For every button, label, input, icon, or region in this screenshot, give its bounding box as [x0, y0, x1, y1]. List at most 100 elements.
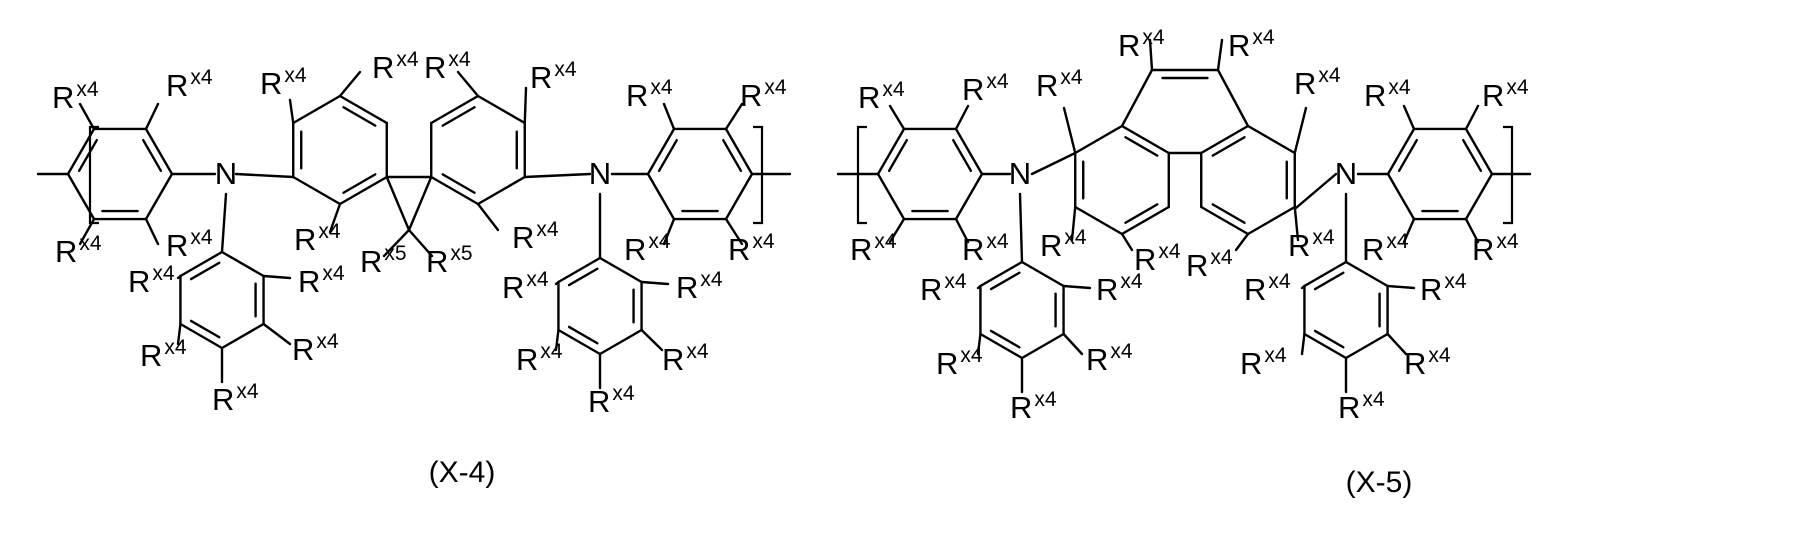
caption-x4: (X-4): [429, 456, 496, 489]
bond: [458, 72, 478, 96]
x4-r-label: Rx4: [516, 340, 563, 377]
x5-middle-ring-bond: [1218, 70, 1248, 126]
x5-phen-right-ring-bond: [1248, 126, 1295, 153]
bond: [1404, 106, 1414, 129]
x4-r-label: Rx4: [588, 382, 635, 419]
x4-left-terminal-ring-double-bond: [79, 140, 97, 171]
x5-r-label: Rx4: [1294, 64, 1341, 101]
bond: [1302, 334, 1304, 354]
x5-r-label: Rx4: [1244, 270, 1291, 307]
bond: [178, 276, 180, 278]
x5-pendant-ring-left-double-bond: [991, 273, 1019, 289]
x5-r-label: Rx4: [1040, 226, 1087, 263]
x5-r-label: Rx4: [1420, 270, 1467, 307]
x5-phen-right-ring-double-bond: [1213, 137, 1245, 155]
bond: [978, 286, 980, 288]
x4-fluorene-right-ring-double-bond: [443, 174, 475, 192]
x4-fluorene-left-ring-bond: [293, 96, 340, 123]
x4-n1-pendant-bond: [222, 194, 226, 252]
bond: [1064, 334, 1082, 354]
x5-r-label: Rx4: [1362, 230, 1409, 267]
x5-pendant-ring-left-double-bond: [991, 331, 1019, 347]
bond: [642, 282, 668, 284]
x5-r-label: Rx4: [1134, 240, 1181, 277]
x4-pendant-ring-right-bond: [600, 330, 642, 354]
atom-labels: NRx4Rx4Rx4Rx4Rx4Rx4Rx4Rx4Rx4Rx4Rx4Rx4Rx4…: [52, 26, 1529, 425]
x4-r-label: Rx4: [52, 78, 99, 115]
x5-r-label: Rx4: [1482, 76, 1529, 113]
x5-r-label: Rx4: [1288, 226, 1335, 263]
bond: [1295, 108, 1306, 153]
x4-right-terminal-ring-double-bond: [723, 140, 741, 171]
x5-r-label: Rx4: [858, 78, 905, 115]
x5-r-label: Rx4: [920, 270, 967, 307]
bond: [1302, 286, 1304, 288]
x4-r-label: Rx4: [166, 226, 213, 263]
x4-fluorene-right-ring-bond: [478, 96, 525, 123]
x4-right-terminal-ring-bond: [648, 174, 674, 219]
caption-x5: (X-5): [1346, 466, 1413, 499]
x4-r-label: Rx4: [676, 268, 723, 305]
x4-r-label: Rx4: [292, 330, 339, 367]
x4-pendant-ring-left-double-bond: [191, 321, 219, 337]
x4-r-label: Rx4: [298, 262, 345, 299]
x5-pendant-ring-right-double-bond: [1315, 273, 1343, 289]
x4-r-label: Rx4: [140, 336, 187, 373]
x4-r-label: Rx4: [502, 268, 549, 305]
bond: [1466, 106, 1478, 129]
x4-pendant-ring-right-double-bond: [569, 269, 597, 285]
x5-r-label: Rx4: [850, 230, 897, 267]
bond: [556, 282, 558, 284]
x4-r-label: Rx4: [624, 230, 671, 267]
x5-r-label: Rx4: [1010, 388, 1057, 425]
bond: [1122, 234, 1132, 250]
x4-pendant-ring-right-double-bond: [569, 327, 597, 343]
x5-left-terminal-ring-bond: [878, 174, 904, 219]
x4-r5-label: Rx5: [426, 242, 473, 279]
x4-five-ring-bond: [409, 177, 431, 230]
bond: [525, 88, 526, 123]
x4-r-label: Rx4: [372, 48, 419, 85]
x5-pendant-ring-right-bond: [1346, 334, 1388, 358]
x4-pendant-ring-left-bond: [222, 252, 264, 276]
x4-n2-core-bond: [525, 174, 590, 177]
x4-n1-core-bond: [236, 174, 293, 177]
x4-r-label: Rx4: [294, 220, 341, 257]
x4-r-label: Rx4: [128, 262, 175, 299]
x5-n1-pendant-bond: [1020, 194, 1022, 262]
bond: [642, 330, 662, 350]
x5-nitrogen-left: N: [1009, 156, 1031, 191]
x4-r-label: Rx4: [740, 76, 787, 113]
x5-left-terminal-ring-bond: [956, 174, 982, 219]
x5-r-label: Rx4: [936, 344, 983, 381]
x5-n2-core-bond: [1295, 174, 1336, 209]
x4-nitrogen-right: N: [589, 156, 611, 191]
x5-r-label: Rx4: [1086, 340, 1133, 377]
x4-fluorene-left-ring-double-bond: [343, 174, 375, 192]
bond: [290, 100, 293, 123]
x5-r-label: Rx4: [1118, 26, 1165, 63]
bond: [146, 219, 158, 244]
x5-r-label: Rx4: [1472, 230, 1519, 267]
x5-right-terminal-ring-double-bond: [1399, 140, 1417, 171]
x5-r-label: Rx4: [1240, 344, 1287, 381]
x4-left-terminal-ring-bond: [146, 174, 172, 219]
x4-nitrogen-left: N: [215, 156, 237, 191]
x5-nitrogen-right: N: [1335, 156, 1357, 191]
x4-right-terminal-ring-bond: [726, 174, 752, 219]
x4-pendant-ring-left-bond: [222, 324, 264, 348]
x5-phen-left-ring-double-bond: [1125, 137, 1157, 155]
x5-pendant-ring-left-bond: [1022, 334, 1064, 358]
x5-phen-left-ring-bond: [1075, 126, 1122, 153]
x4-r5-label: Rx5: [360, 242, 407, 279]
bond: [1236, 234, 1248, 250]
x4-r-label: Rx4: [530, 58, 577, 95]
bond: [890, 106, 904, 129]
x5-r-label: Rx4: [962, 230, 1009, 267]
bond: [264, 276, 290, 278]
x4-r-label: Rx4: [55, 232, 102, 269]
x4-pendant-ring-left-double-bond: [191, 263, 219, 279]
x5-pendant-ring-left-bond: [1022, 262, 1064, 286]
